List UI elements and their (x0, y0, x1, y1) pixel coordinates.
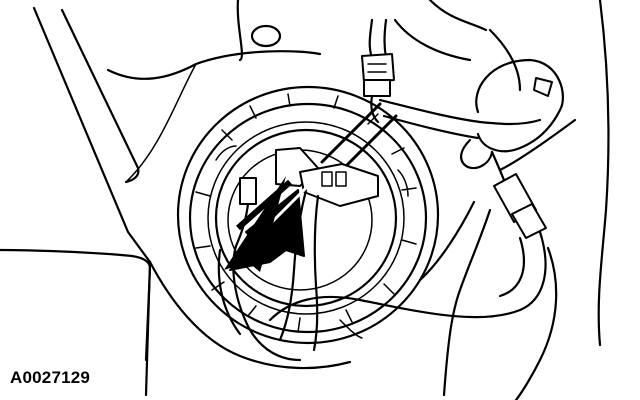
access-hole (250, 24, 282, 48)
fuel-pump-module (176, 85, 440, 345)
lower-body (148, 260, 363, 370)
arrow-icon (224, 176, 308, 272)
electrical-connector (275, 102, 398, 352)
body-panel (0, 0, 610, 397)
upper-connector (361, 18, 395, 124)
figure-identifier: A0027129 (10, 368, 91, 387)
